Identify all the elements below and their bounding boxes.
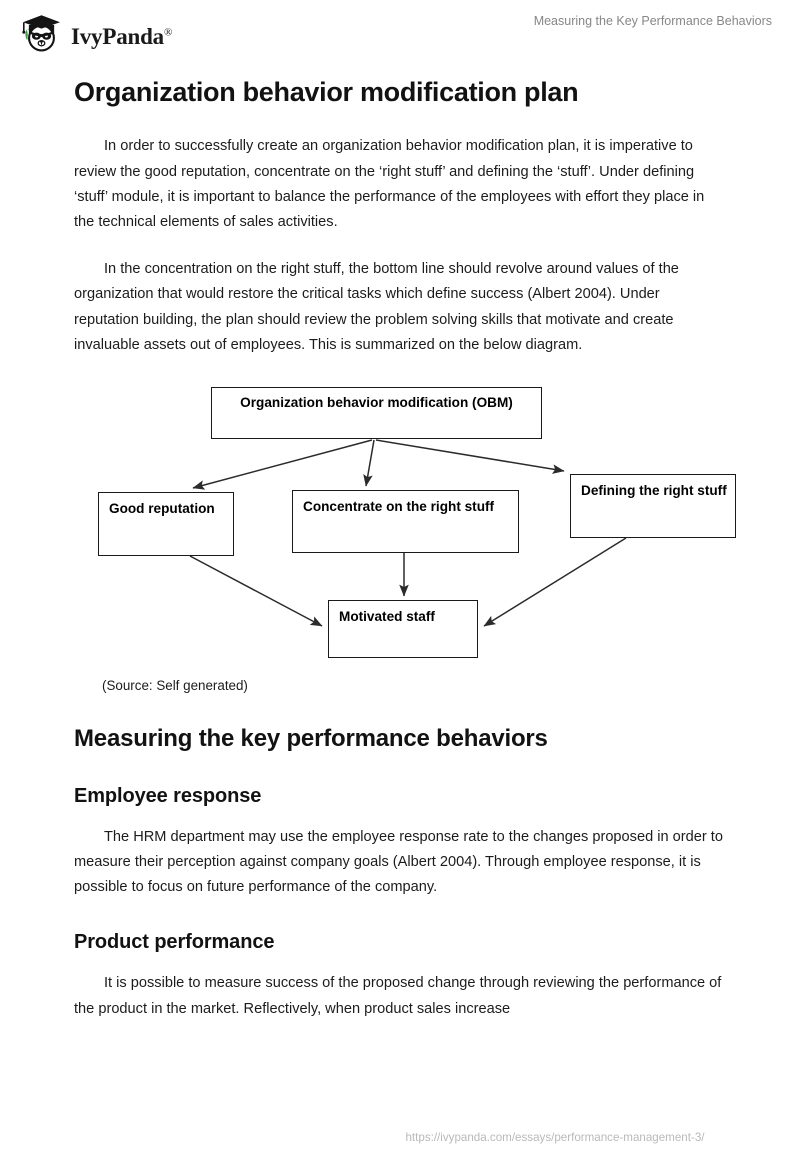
document-body: Organization behavior modification plan …	[74, 66, 736, 1022]
diagram-node-motivated-staff: Motivated staff	[328, 600, 478, 659]
page-footer: https://ivypanda.com/essays/performance-…	[0, 1128, 800, 1146]
diagram-node-good-reputation: Good reputation	[98, 492, 234, 557]
brand-name: IvyPanda®	[71, 25, 172, 48]
brand-logo[interactable]: IvyPanda®	[18, 12, 172, 58]
obm-flowchart-diagram: Organization behavior modification (OBM)…	[74, 376, 736, 676]
running-title: Measuring the Key Performance Behaviors	[533, 14, 772, 28]
diagram-node-defining: Defining the right stuff	[570, 474, 736, 539]
panda-graduate-logo-icon	[18, 12, 64, 58]
paragraph-product-performance: It is possible to measure success of the…	[74, 975, 722, 1017]
diagram-node-obm: Organization behavior modification (OBM)	[211, 387, 542, 440]
source-url[interactable]: https://ivypanda.com/essays/performance-…	[405, 1131, 705, 1144]
subsection-heading-employee-response: Employee response	[74, 784, 262, 807]
figure-caption: (Source: Self generated)	[102, 678, 248, 694]
brand-name-text: IvyPanda	[71, 23, 164, 49]
paragraph-employee-response: The HRM department may use the employee …	[74, 828, 723, 896]
section-heading-measuring: Measuring the key performance behaviors	[74, 725, 548, 753]
diagram-node-concentrate: Concentrate on the right stuff	[292, 490, 519, 554]
paragraph-intro: In order to successfully create an organ…	[74, 138, 705, 230]
page-header: IvyPanda® Measuring the Key Performance …	[0, 0, 800, 62]
paragraph-concentration: In the concentration on the right stuff,…	[74, 261, 679, 353]
page-title: Organization behavior modification plan	[74, 77, 579, 107]
registered-mark-icon: ®	[163, 25, 173, 38]
subsection-heading-product-performance: Product performance	[74, 931, 275, 954]
